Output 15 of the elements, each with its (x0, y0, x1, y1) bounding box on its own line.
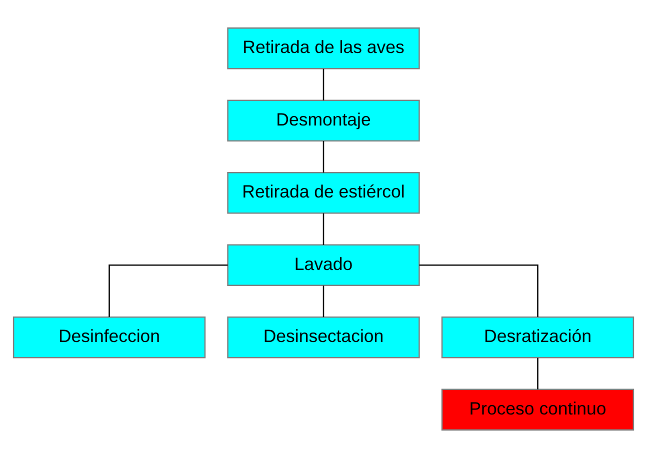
node-box: Retirada de las aves (227, 26, 420, 69)
node-box: Desinsectacion (227, 316, 420, 358)
node-box: Desmontaje (227, 99, 420, 142)
node-box: Retirada de estiércol (227, 171, 420, 214)
node-box: Lavado (227, 244, 420, 286)
node-box: Desinfeccion (12, 316, 206, 358)
connector (322, 212, 324, 244)
connector (322, 285, 324, 317)
connector (322, 140, 324, 172)
connector (322, 68, 324, 100)
connector (419, 264, 538, 316)
node-box: Proceso continuo (441, 388, 634, 430)
connector (108, 264, 228, 316)
node-box: Desratización (441, 316, 634, 358)
connector (537, 357, 538, 389)
